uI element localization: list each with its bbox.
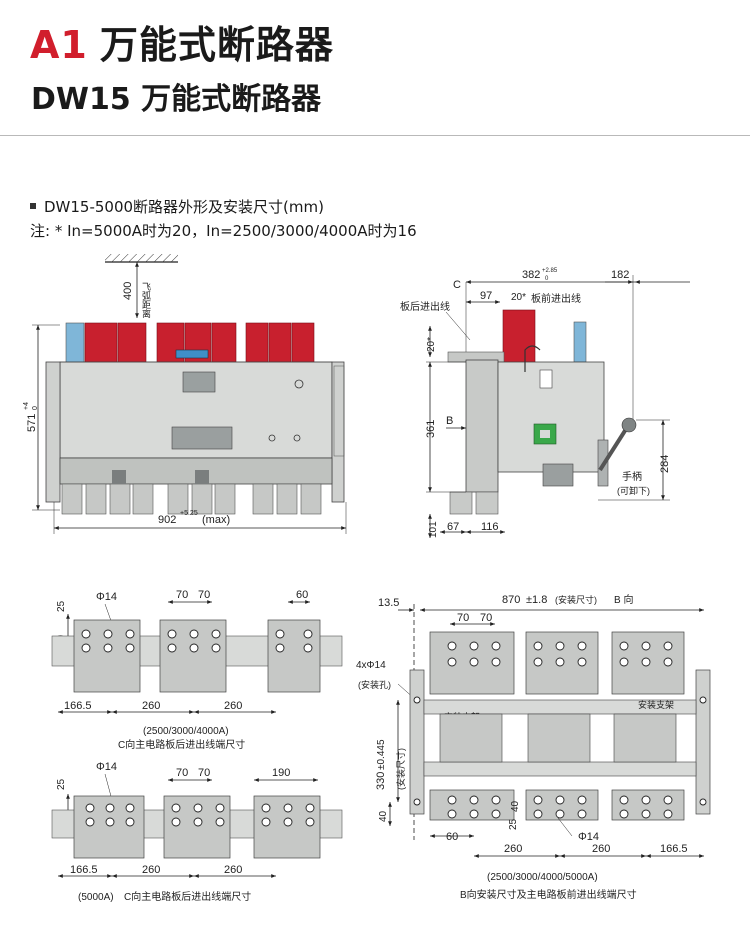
dim-571-tol2: 0: [32, 406, 39, 410]
dim-70b-m: 70: [480, 612, 492, 624]
dim-382-tol: +2.85: [542, 268, 558, 274]
dim-260a-b: 260: [142, 864, 160, 876]
dim-60-m: 60: [446, 831, 458, 843]
dim-260b-a: 260: [224, 700, 242, 712]
dim-60-a: 60: [296, 589, 308, 601]
title-text: 万能式断路器: [99, 23, 334, 67]
note-star: *: [54, 222, 63, 240]
dim-40b-m: 40: [510, 800, 521, 812]
dim-902-tol: +5.25: [180, 510, 198, 517]
arc-distance-label: 飞弧距离: [141, 282, 151, 319]
section-title: DW15-5000断路器外形及安装尺寸(mm): [44, 198, 324, 216]
dim-330-tol: ±0.445: [376, 739, 387, 770]
dim-70b-a: 70: [198, 589, 210, 601]
section-note: 注: * In=5000A时为20，In=2500/3000/4000A时为16: [30, 220, 417, 241]
dim-70a-a: 70: [176, 589, 188, 601]
bracket-label-right: 安装支架: [638, 699, 674, 710]
page-subtitle: DW15 万能式断路器: [31, 82, 322, 117]
label-b: B: [446, 415, 453, 427]
dim-902: 902: [158, 514, 176, 526]
section-heading: DW15-5000断路器外形及安装尺寸(mm): [30, 196, 324, 217]
dim-870: 870: [502, 594, 520, 606]
dim-260b-m: 260: [592, 843, 610, 855]
dim-361: 361: [425, 420, 437, 438]
dim-166-m: 166.5: [660, 843, 688, 855]
dim-260b-b: 260: [224, 864, 242, 876]
caption-b-prefix: (5000A): [78, 892, 114, 903]
dim-382-tol2: 0: [545, 276, 549, 282]
caption-m1: (2500/3000/4000/5000A): [487, 872, 598, 883]
front-view: 400 飞弧距离: [23, 254, 347, 534]
dim-25-b: 25: [56, 778, 67, 790]
phi14-b: Φ14: [96, 761, 117, 773]
dim-20star: 20*: [511, 292, 526, 303]
dim-67: 67: [447, 521, 459, 533]
dim-70a-m: 70: [457, 612, 469, 624]
label-handle: 手柄: [622, 470, 642, 483]
dim-97: 97: [480, 290, 492, 302]
hole-note: (安装孔): [358, 679, 391, 690]
dim-116: 116: [481, 521, 499, 533]
dim-400: 400: [122, 282, 134, 300]
dim-182: 182: [611, 269, 629, 281]
label-front-wiring: 板前进出线: [531, 292, 581, 305]
terminal-view-a: Φ14 25 40 70 70 60 166.5 260 260 (2500/3…: [51, 589, 343, 751]
dim-166-a: 166.5: [64, 700, 92, 712]
dim-25-m: 25: [508, 818, 519, 830]
terminal-view-b: Φ14 25 40 70 70 190 166.5 260 260 (5: [51, 761, 343, 903]
caption-b: C向主电路板后进出线端尺寸: [124, 890, 251, 903]
dim-571-tol: +4: [23, 402, 30, 410]
dim-20star-v: 20*: [426, 337, 437, 352]
hole-label: 4xΦ14: [356, 660, 386, 671]
dim-70a-b: 70: [176, 767, 188, 779]
dim-571: 571: [26, 414, 38, 432]
dim-13-5: 13.5: [378, 597, 399, 609]
note-text: In=5000A时为20，In=2500/3000/4000A时为16: [67, 222, 417, 240]
caption-m2: B向安装尺寸及主电路板前进出线端尺寸: [460, 888, 637, 901]
label-rear-wiring: 板后进出线: [400, 300, 450, 313]
note-prefix: 注:: [30, 222, 51, 240]
side-view: 382 +2.85 0 182 C 97 20* 板后进出线 板前进出线 20*: [400, 268, 690, 538]
caption-a1: (2500/3000/4000A): [143, 726, 229, 737]
dim-870-tol: ±1.8: [526, 594, 547, 606]
caption-a2: C向主电路板后进出线端尺寸: [118, 738, 245, 751]
dim-284: 284: [659, 455, 671, 473]
dim-330: 330: [375, 772, 387, 790]
dim-70b-b: 70: [198, 767, 210, 779]
dim-330-note: (安装尺寸): [395, 748, 406, 790]
dim-870-dir: B 向: [614, 593, 633, 606]
dim-190-b: 190: [272, 767, 290, 779]
dim-870-note: (安装尺寸): [555, 594, 597, 605]
label-c: C: [453, 279, 461, 291]
phi14-a: Φ14: [96, 591, 117, 603]
dim-902-suffix: (max): [202, 514, 230, 526]
dim-25-a: 25: [56, 600, 67, 612]
dim-382: 382: [522, 269, 540, 281]
label-handle-note: (可卸下): [617, 485, 650, 496]
dim-166-b: 166.5: [70, 864, 98, 876]
dim-101: 101: [428, 521, 439, 538]
dim-40-m: 40: [378, 810, 389, 822]
section-code: A1: [30, 23, 88, 67]
dim-260a-m: 260: [504, 843, 522, 855]
mount-view: 13.5 870 ±1.8 (安装尺寸) B 向 70 70 4xΦ14 (安装…: [356, 593, 711, 901]
phi14-m: Φ14: [578, 831, 599, 843]
dim-260a-a: 260: [142, 700, 160, 712]
bullet-square-icon: [30, 202, 36, 209]
